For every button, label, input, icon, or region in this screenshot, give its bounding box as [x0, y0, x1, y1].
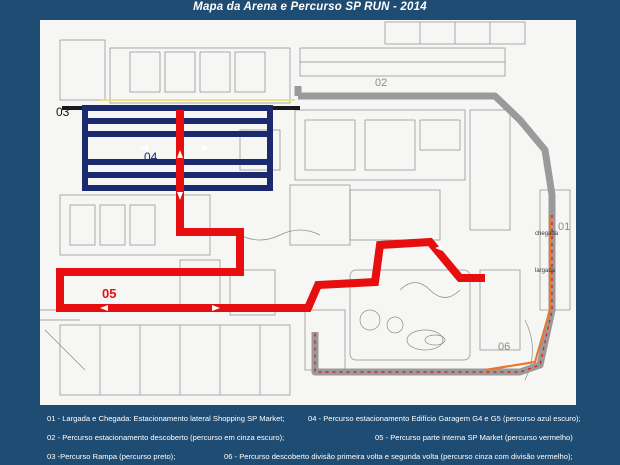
route-01-path — [484, 215, 552, 372]
route-06-divider — [314, 215, 553, 373]
legend-item-06: 06 - Percurso descoberto divisão primeir… — [224, 452, 573, 461]
legend-item-03: 03 -Percurso Rampa (percurso preto); — [47, 452, 176, 461]
largada-label: largada — [535, 268, 556, 274]
floor-plan — [40, 20, 576, 405]
arena-map: 03 02 04 05 01 06 chegada largada — [40, 20, 576, 405]
route-02-path — [298, 92, 556, 230]
route-label-05: 05 — [102, 286, 116, 301]
route-label-06: 06 — [498, 341, 510, 353]
legend-item-01: 01 - Largada e Chegada: Estacionamento l… — [47, 414, 285, 423]
route-05-path — [56, 110, 485, 312]
chegada-label: chegada — [535, 231, 559, 237]
legend-item-05: 05 - Percurso parte interna SP Market (p… — [375, 433, 573, 442]
map-canvas: 03 02 04 05 01 06 chegada largada — [40, 20, 576, 405]
legend: 01 - Largada e Chegada: Estacionamento l… — [0, 408, 620, 465]
legend-item-02: 02 - Percurso estacionamento descoberto … — [47, 433, 285, 442]
direction-arrows — [100, 145, 443, 311]
route-label-01: 01 — [558, 221, 570, 233]
route-label-02: 02 — [375, 77, 387, 89]
route-label-03: 03 — [56, 105, 70, 119]
route-label-04: 04 — [144, 150, 158, 164]
legend-item-04: 04 - Percurso estacionamento Edifício Ga… — [308, 414, 581, 423]
page-title: Mapa da Arena e Percurso SP RUN - 2014 — [193, 1, 427, 13]
